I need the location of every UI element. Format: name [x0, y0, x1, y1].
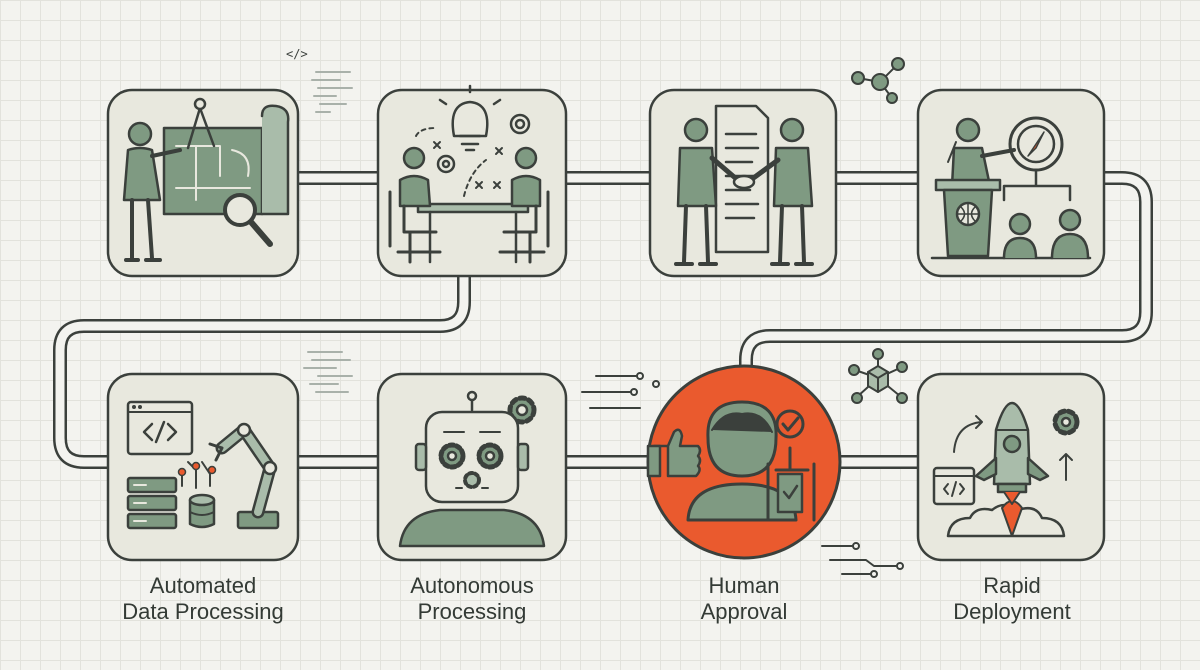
stage-label-human-approval: Human Approval	[634, 573, 854, 625]
stage-card-rapid-deployment	[916, 372, 1106, 562]
stage-label-line: Approval	[700, 599, 788, 624]
stage-card-brainstorm	[376, 84, 568, 278]
network-node-icon	[851, 57, 905, 104]
robot-arm-data-icon	[126, 400, 280, 530]
stage-label-line: Rapid	[983, 573, 1041, 598]
code-tag-icon: </>	[286, 47, 308, 61]
blueprint-planning-icon	[122, 97, 290, 262]
stage-card-human-approval	[646, 364, 842, 560]
stage-label-line: Automated	[149, 573, 257, 598]
podium-presentation-icon	[930, 116, 1092, 260]
circuit-lines-bottom	[821, 542, 904, 578]
team-brainstorm-icon	[388, 84, 550, 264]
stage-card-automated-data-processing	[106, 372, 300, 562]
decoration-code-lines-mid	[303, 351, 353, 393]
handshake-agreement-icon	[674, 104, 814, 266]
stage-card-planning	[106, 88, 300, 278]
stage-label-line: Data Processing	[122, 599, 284, 624]
stage-label-line: Human	[708, 573, 780, 598]
stage-label-rapid-deployment: Rapid Deployment	[902, 573, 1122, 625]
stage-label-line: Processing	[417, 599, 527, 624]
speed-lines-left	[581, 372, 660, 409]
stage-card-presentation	[916, 88, 1106, 278]
stage-label-line: Deployment	[953, 599, 1071, 624]
stage-label-autonomous-processing: Autonomous Processing	[362, 573, 582, 625]
decoration-code-lines-top: </>	[286, 47, 353, 113]
robot-gears-icon	[398, 390, 546, 548]
rocket-launch-icon	[932, 401, 1080, 538]
network-cube-icon	[848, 348, 908, 404]
connector-pipes-inner	[55, 173, 1151, 467]
stage-card-autonomous-processing	[376, 372, 568, 562]
human-approval-icon	[646, 400, 816, 522]
stage-card-agreement	[648, 88, 838, 278]
stage-label-line: Autonomous	[410, 573, 534, 598]
stage-label-automated-data-processing: Automated Data Processing	[93, 573, 313, 625]
